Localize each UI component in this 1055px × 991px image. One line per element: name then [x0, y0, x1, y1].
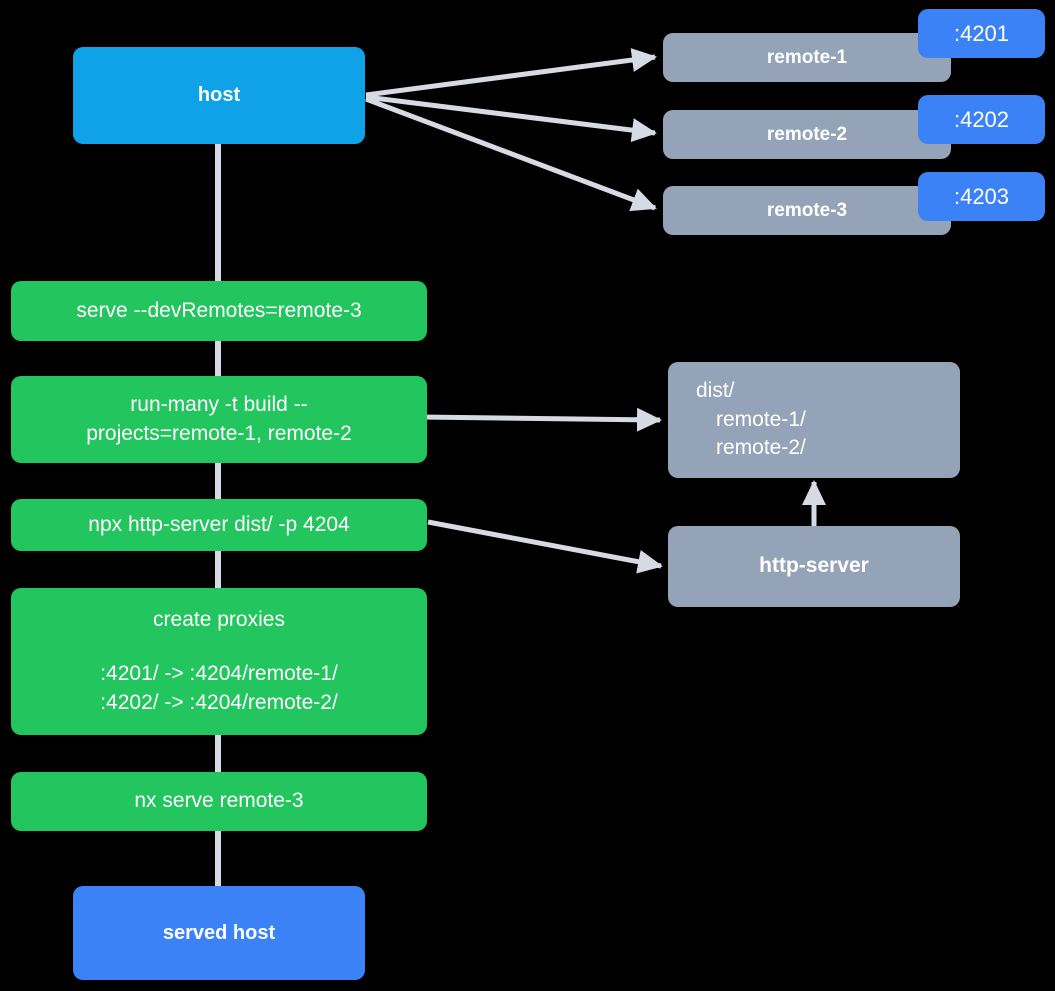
node-serve-dev-remotes[interactable]: serve --devRemotes=remote-3 [11, 281, 427, 341]
edge-runmany-to-dist [419, 407, 662, 432]
connector-nxserve-to-servedhost [215, 831, 221, 886]
node-dist[interactable]: dist/ remote-1/ remote-2/ [668, 362, 960, 478]
connector-proxies-to-nxserve [215, 735, 221, 772]
port-badge-remote-2[interactable]: :4202 [918, 95, 1045, 144]
node-dist-line-1: dist/ [696, 379, 735, 403]
node-remote-2[interactable]: remote-2 [663, 110, 951, 159]
port-badge-remote-1-label: :4201 [953, 20, 1010, 46]
node-run-many[interactable]: run-many -t build -- projects=remote-1, … [11, 376, 427, 463]
node-npx-http-server-label: npx http-server dist/ -p 4204 [88, 512, 350, 536]
edge-host-to-remote-1 [365, 48, 657, 98]
node-served-host[interactable]: served host [73, 886, 365, 980]
port-badge-remote-1[interactable]: :4201 [918, 9, 1045, 58]
node-npx-http-server[interactable]: npx http-server dist/ -p 4204 [11, 499, 427, 551]
node-create-proxies-line-2: :4202/ -> :4204/remote-2/ [100, 690, 338, 714]
node-serve-dev-remotes-label: serve --devRemotes=remote-3 [76, 298, 362, 322]
port-badge-remote-2-label: :4202 [953, 106, 1010, 132]
node-dist-line-2: remote-1/ [716, 407, 806, 431]
node-host[interactable]: host [73, 47, 365, 144]
node-create-proxies-title: create proxies [153, 607, 285, 631]
node-remote-2-label: remote-2 [766, 123, 848, 145]
node-remote-3-label: remote-3 [766, 199, 848, 221]
connector-runmany-to-npx [215, 463, 221, 499]
node-run-many-line-2: projects=remote-1, remote-2 [86, 421, 352, 445]
connector-host-to-serve [215, 143, 221, 283]
connector-serve-to-runmany [215, 340, 221, 376]
node-run-many-line-1: run-many -t build -- [130, 393, 308, 417]
node-host-label: host [197, 84, 241, 106]
node-nx-serve-remote-3[interactable]: nx serve remote-3 [11, 772, 427, 831]
node-create-proxies[interactable]: create proxies :4201/ -> :4204/remote-1/… [11, 588, 427, 735]
node-remote-1[interactable]: remote-1 [663, 33, 951, 82]
port-badge-remote-3[interactable]: :4203 [918, 172, 1045, 221]
node-http-server[interactable]: http-server [668, 526, 960, 607]
node-nx-serve-remote-3-label: nx serve remote-3 [134, 789, 304, 813]
edge-host-to-remote-3 [365, 96, 657, 212]
edge-host-to-remote-2 [365, 94, 657, 143]
node-remote-3[interactable]: remote-3 [663, 186, 951, 235]
node-remote-1-label: remote-1 [766, 46, 848, 68]
connector-npx-to-proxies [215, 551, 221, 588]
node-served-host-label: served host [162, 921, 276, 944]
edge-npx-to-http-server [427, 519, 663, 574]
node-dist-line-3: remote-2/ [716, 436, 806, 460]
port-badge-remote-3-label: :4203 [953, 183, 1010, 209]
node-http-server-label: http-server [759, 554, 869, 578]
node-create-proxies-line-1: :4201/ -> :4204/remote-1/ [100, 662, 338, 686]
